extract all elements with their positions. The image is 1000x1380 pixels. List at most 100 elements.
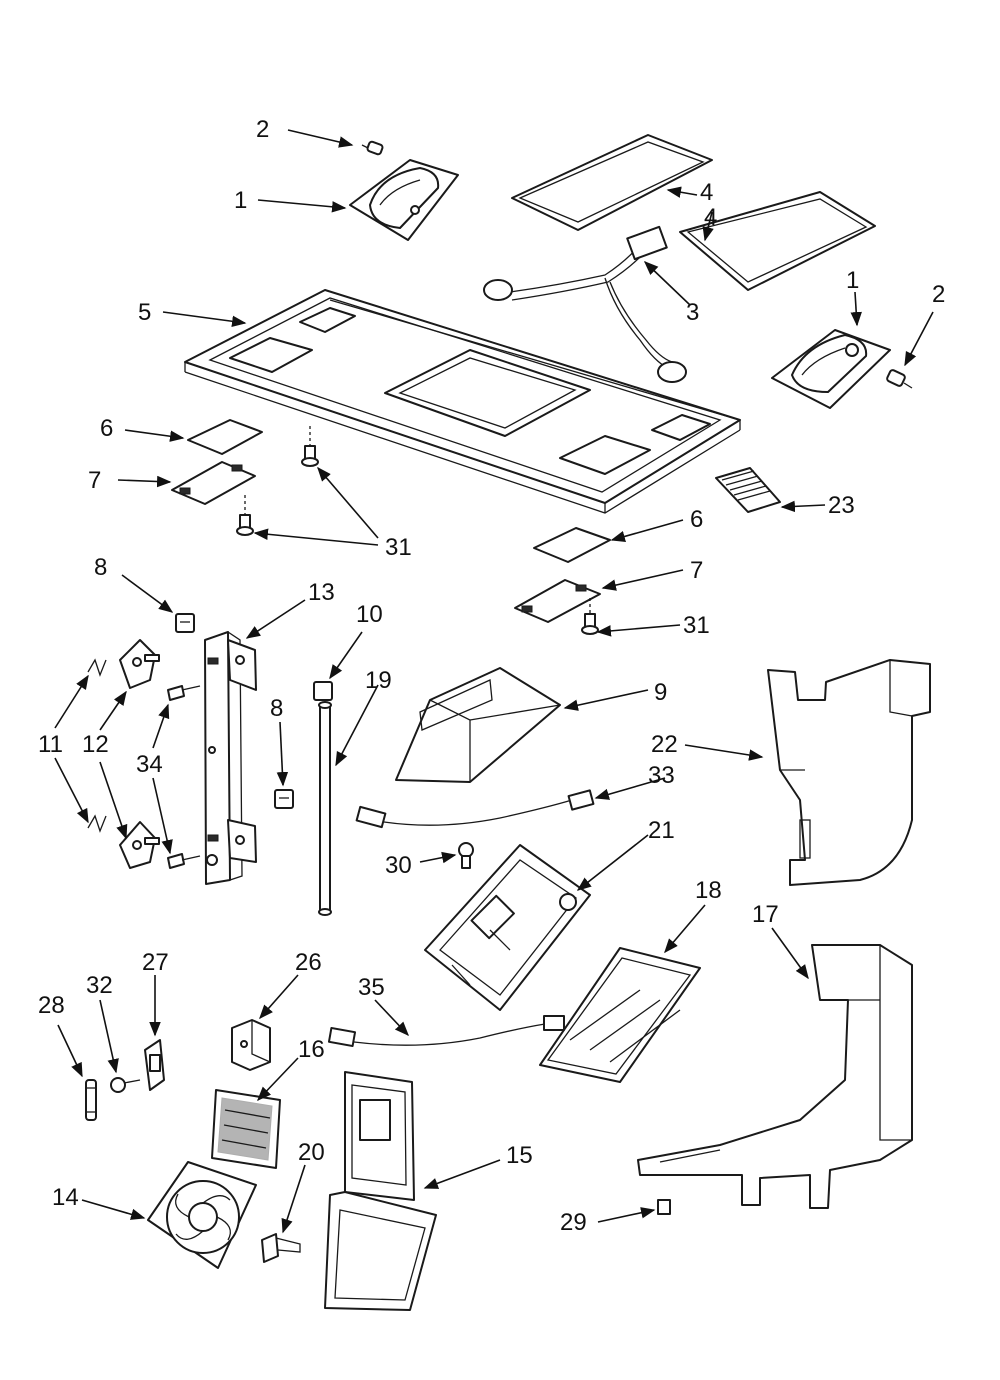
leader-11-up [54, 674, 89, 729]
part-23-vent-grille [715, 467, 781, 513]
callout-7a: 7 [88, 467, 101, 494]
part-3-lamp-wire-harness [483, 225, 687, 383]
part-17-side-frame [637, 944, 913, 1209]
callout-2a: 2 [256, 116, 269, 143]
leader-16 [257, 1057, 299, 1102]
leader-35 [374, 999, 409, 1037]
part-8-switch-lower [274, 789, 294, 809]
callout-23: 23 [828, 492, 855, 519]
leader-7b [601, 569, 684, 591]
callout-16: 16 [298, 1036, 325, 1063]
callout-3: 3 [686, 299, 699, 326]
leader-15 [423, 1159, 501, 1189]
part-2-bulb-right [886, 369, 913, 389]
leader-3 [643, 261, 691, 306]
callout-4b: 4 [704, 204, 717, 231]
callout-29: 29 [560, 1209, 587, 1236]
leader-lines [54, 129, 934, 1234]
leader-26 [259, 974, 299, 1020]
part-1-light-housing-left [349, 159, 459, 241]
leader-17 [771, 927, 809, 980]
leader-8b [276, 721, 289, 787]
leader-2a [287, 129, 354, 148]
part-31-screw-upper [301, 426, 319, 467]
part-6-cover-right [533, 527, 611, 563]
leader-6b [610, 519, 684, 543]
part-1-light-housing-right [771, 329, 891, 409]
part-13-latch-bracket [204, 631, 257, 885]
callout-8a: 8 [94, 554, 107, 581]
leader-6a [124, 429, 185, 442]
leader-2b [904, 311, 934, 367]
callout-31b: 31 [683, 612, 710, 639]
callout-15: 15 [506, 1142, 533, 1169]
callout-1a: 1 [234, 187, 247, 214]
callout-26: 26 [295, 949, 322, 976]
callout-19: 19 [365, 667, 392, 694]
leader-10 [329, 631, 363, 680]
leader-4b [702, 211, 714, 242]
leader-5 [162, 311, 247, 327]
callout-10: 10 [356, 601, 383, 628]
leader-18 [664, 904, 706, 954]
part-19-rod [318, 701, 332, 916]
part-11-spring-upper [87, 658, 107, 677]
callout-28: 28 [38, 992, 65, 1019]
part-32-screw [110, 1077, 141, 1093]
callout-9: 9 [654, 679, 667, 706]
part-29-clip [657, 1199, 671, 1215]
leader-23 [780, 500, 826, 513]
part-21-control-board [424, 844, 591, 1011]
callout-32: 32 [86, 972, 113, 999]
leader-7a [117, 475, 172, 488]
part-8-switch-upper [175, 613, 195, 633]
leader-32 [99, 999, 119, 1074]
callout-30: 30 [385, 852, 412, 879]
callout-34: 34 [136, 751, 163, 778]
leader-14 [81, 1199, 146, 1220]
part-12-latch-cam-upper [119, 639, 160, 689]
part-35-wire [327, 1015, 565, 1047]
callout-27: 27 [142, 949, 169, 976]
callout-20: 20 [298, 1139, 325, 1166]
part-34-screw-upper [167, 685, 201, 701]
leader-33 [594, 777, 666, 800]
part-31-screw-lower-left [236, 495, 254, 536]
leader-34-up [152, 703, 170, 749]
leader-31a-bottom [253, 528, 379, 546]
callout-35: 35 [358, 974, 385, 1001]
callout-2b: 2 [932, 281, 945, 308]
leader-11-down [54, 757, 89, 824]
callout-11: 11 [38, 731, 63, 758]
part-30-screw [458, 842, 474, 869]
part-20-bracket [261, 1233, 301, 1263]
part-34-screw-lower [167, 853, 201, 869]
leader-22 [684, 744, 764, 761]
callout-12: 12 [82, 731, 109, 758]
leader-30 [419, 851, 457, 864]
part-28-fuse [85, 1079, 97, 1121]
leader-19 [335, 684, 379, 767]
callout-labels: 2 1 4 4 3 5 1 2 6 7 31 23 6 7 31 8 13 10… [38, 116, 945, 1236]
leader-13 [245, 599, 306, 639]
leader-28 [57, 1024, 83, 1078]
leader-1a [257, 199, 347, 213]
callout-18: 18 [695, 877, 722, 904]
part-16-circuit-board [211, 1089, 281, 1169]
part-15-housing [324, 1071, 437, 1311]
part-9-air-duct [395, 667, 561, 783]
callout-33: 33 [648, 762, 675, 789]
callout-1b: 1 [846, 267, 859, 294]
part-7-bracket-left [171, 461, 256, 505]
part-7-bracket-right [514, 579, 601, 623]
leader-34-down [152, 777, 173, 855]
callout-14: 14 [52, 1184, 79, 1211]
part-18-control-frame [539, 947, 701, 1083]
callout-22: 22 [651, 731, 678, 758]
leader-8a [121, 574, 174, 613]
part-33-wire [355, 789, 595, 829]
part-14-fan [147, 1161, 257, 1269]
part-4-grease-filter-right [679, 191, 876, 291]
callout-17: 17 [752, 901, 779, 928]
